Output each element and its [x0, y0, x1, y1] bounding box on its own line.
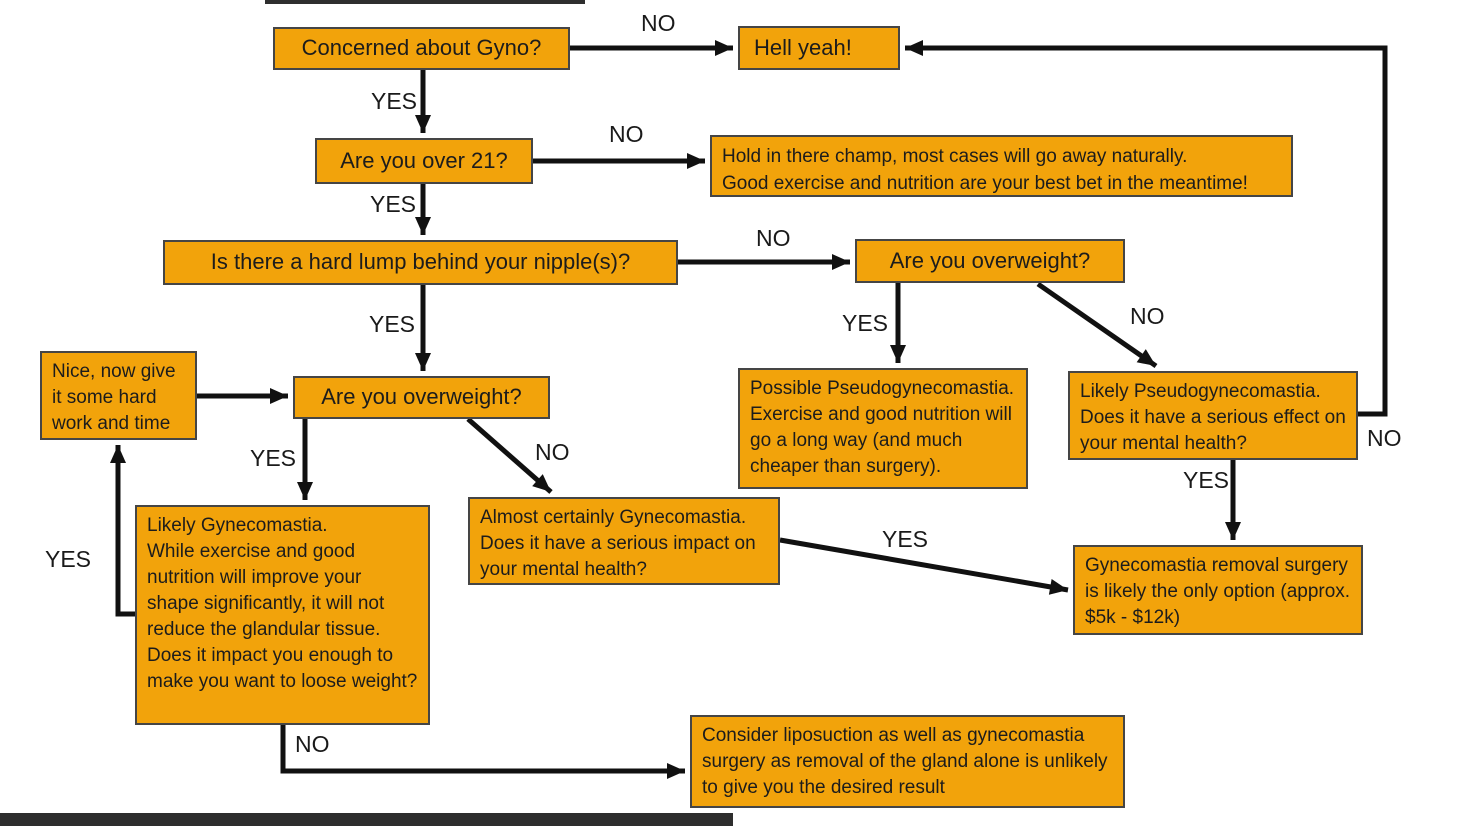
node-likely-gynecomastia: Likely Gynecomastia. While exercise and … — [135, 505, 430, 725]
node-hard-lump-question: Is there a hard lump behind your nipple(… — [163, 240, 678, 285]
node-overweight-left: Are you overweight? — [293, 376, 550, 419]
edge-label-no-likely-gyne: NO — [295, 731, 330, 757]
node-hell-yeah: Hell yeah! — [738, 26, 900, 70]
bottom-edge-bar — [0, 813, 733, 826]
edge-label-no-overweight-right: NO — [1130, 303, 1165, 329]
node-possible-pseudogynecomastia: Possible Pseudogynecomastia. Exercise an… — [738, 368, 1028, 489]
arrow-likely-gyne-no-to-liposuction — [280, 725, 685, 779]
edge-label-yes-over21: YES — [370, 191, 417, 217]
node-removal-surgery: Gynecomastia removal surgery is likely t… — [1073, 545, 1363, 635]
top-edge-bar — [265, 0, 585, 4]
edge-label-no-overweight-left: NO — [535, 439, 570, 465]
node-are-you-over-21: Are you over 21? — [315, 138, 533, 184]
edge-label-yes-lump: YES — [369, 311, 416, 337]
edge-label-yes-almost-certain: YES — [882, 526, 929, 552]
node-hold-in-there-champ: Hold in there champ, most cases will go … — [710, 135, 1293, 197]
node-almost-certainly-gynecomastia: Almost certainly Gynecomastia. Does it h… — [468, 497, 780, 585]
edge-label-yes-overweight-left: YES — [250, 445, 297, 471]
edge-label-yes-overweight-right: YES — [842, 310, 889, 336]
node-concerned-about-gyno: Concerned about Gyno? — [273, 27, 570, 70]
arrow-almost-to-surgery — [779, 537, 1069, 595]
edge-label-yes-concerned: YES — [371, 88, 418, 114]
arrow-overweight-right-to-likely-pseudo — [1036, 281, 1158, 369]
edge-label-yes-likely-pseudo: YES — [1183, 467, 1230, 493]
edge-label-no-likely-pseudo: NO — [1367, 425, 1402, 451]
arrow-likely-gyne-yes-loop-to-nice — [110, 445, 135, 617]
edge-label-no-concerned: NO — [641, 10, 676, 36]
node-overweight-right: Are you overweight? — [855, 239, 1125, 283]
node-consider-liposuction: Consider liposuction as well as gynecoma… — [690, 715, 1125, 808]
node-nice-hard-work: Nice, now give it some hard work and tim… — [40, 351, 197, 440]
arrow-overweight-left-to-almost — [466, 417, 553, 494]
edge-label-no-over21: NO — [609, 121, 644, 147]
arrow-likely-pseudo-no-loop-to-hellyeah — [905, 40, 1388, 417]
edge-label-yes-gyne-loop: YES — [45, 546, 92, 572]
edge-label-no-lump: NO — [756, 225, 791, 251]
node-likely-pseudogynecomastia: Likely Pseudogynecomastia. Does it have … — [1068, 371, 1358, 460]
